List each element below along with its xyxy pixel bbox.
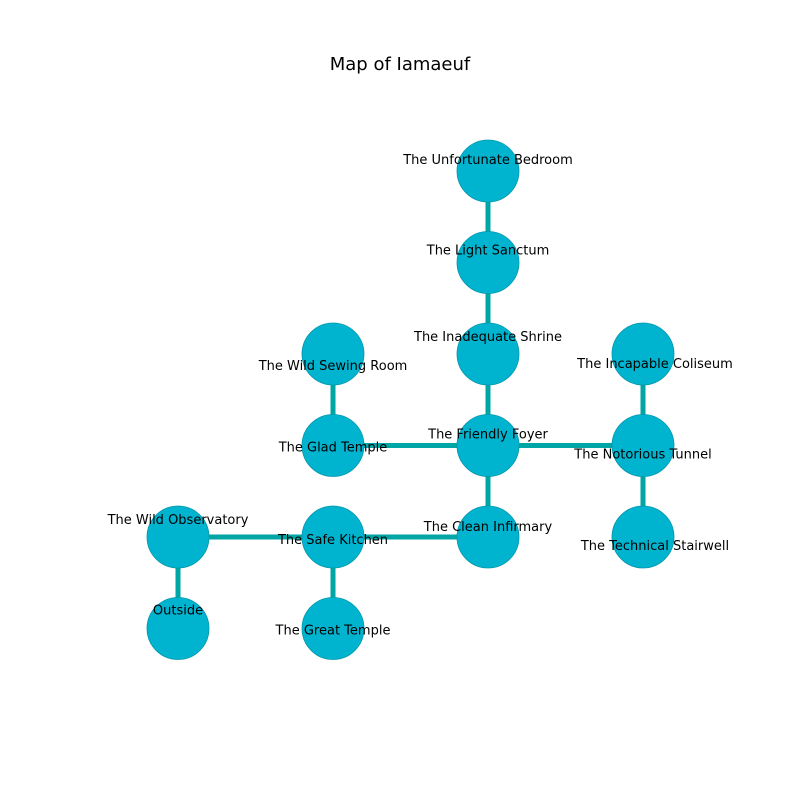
room-node-light_sanctum: [456, 231, 520, 294]
room-label-unfortunate_bedroom: The Unfortunate Bedroom: [402, 153, 573, 168]
room-label-great_temple: The Great Temple: [275, 624, 391, 639]
edge-layer: [175, 171, 646, 629]
room-label-technical_stairwell: The Technical Stairwell: [580, 539, 729, 554]
room-node-safe_kitchen: [301, 505, 365, 569]
room-node-friendly_foyer: [456, 414, 520, 477]
room-node-glad_temple: [301, 414, 365, 477]
room-label-notorious_tunnel: The Notorious Tunnel: [573, 448, 711, 463]
room-label-inadequate_shrine: The Inadequate Shrine: [413, 330, 562, 345]
room-node-clean_infirmary: [456, 505, 520, 569]
room-node-wild_observatory: [146, 505, 210, 569]
room-node-incapable_coliseum: [611, 322, 675, 386]
room-label-glad_temple: The Glad Temple: [278, 441, 388, 456]
room-label-incapable_coliseum: The Incapable Coliseum: [576, 357, 733, 372]
room-node-technical_stairwell: [611, 505, 675, 569]
room-label-clean_infirmary: The Clean Infirmary: [423, 520, 553, 535]
node-layer: [146, 139, 675, 660]
room-label-outside: Outside: [153, 604, 203, 619]
room-node-notorious_tunnel: [611, 414, 675, 477]
diagram-title: Map of Iamaeuf: [329, 54, 471, 75]
room-label-wild_sewing_room: The Wild Sewing Room: [258, 359, 408, 374]
room-node-great_temple: [301, 597, 365, 660]
room-node-outside: [146, 597, 210, 660]
room-node-inadequate_shrine: [456, 322, 520, 386]
room-label-wild_observatory: The Wild Observatory: [107, 513, 249, 528]
room-node-unfortunate_bedroom: [456, 139, 520, 203]
room-label-safe_kitchen: The Safe Kitchen: [277, 533, 388, 548]
room-label-light_sanctum: The Light Sanctum: [426, 244, 550, 259]
room-label-friendly_foyer: The Friendly Foyer: [427, 428, 548, 443]
room-node-wild_sewing_room: [301, 322, 365, 386]
